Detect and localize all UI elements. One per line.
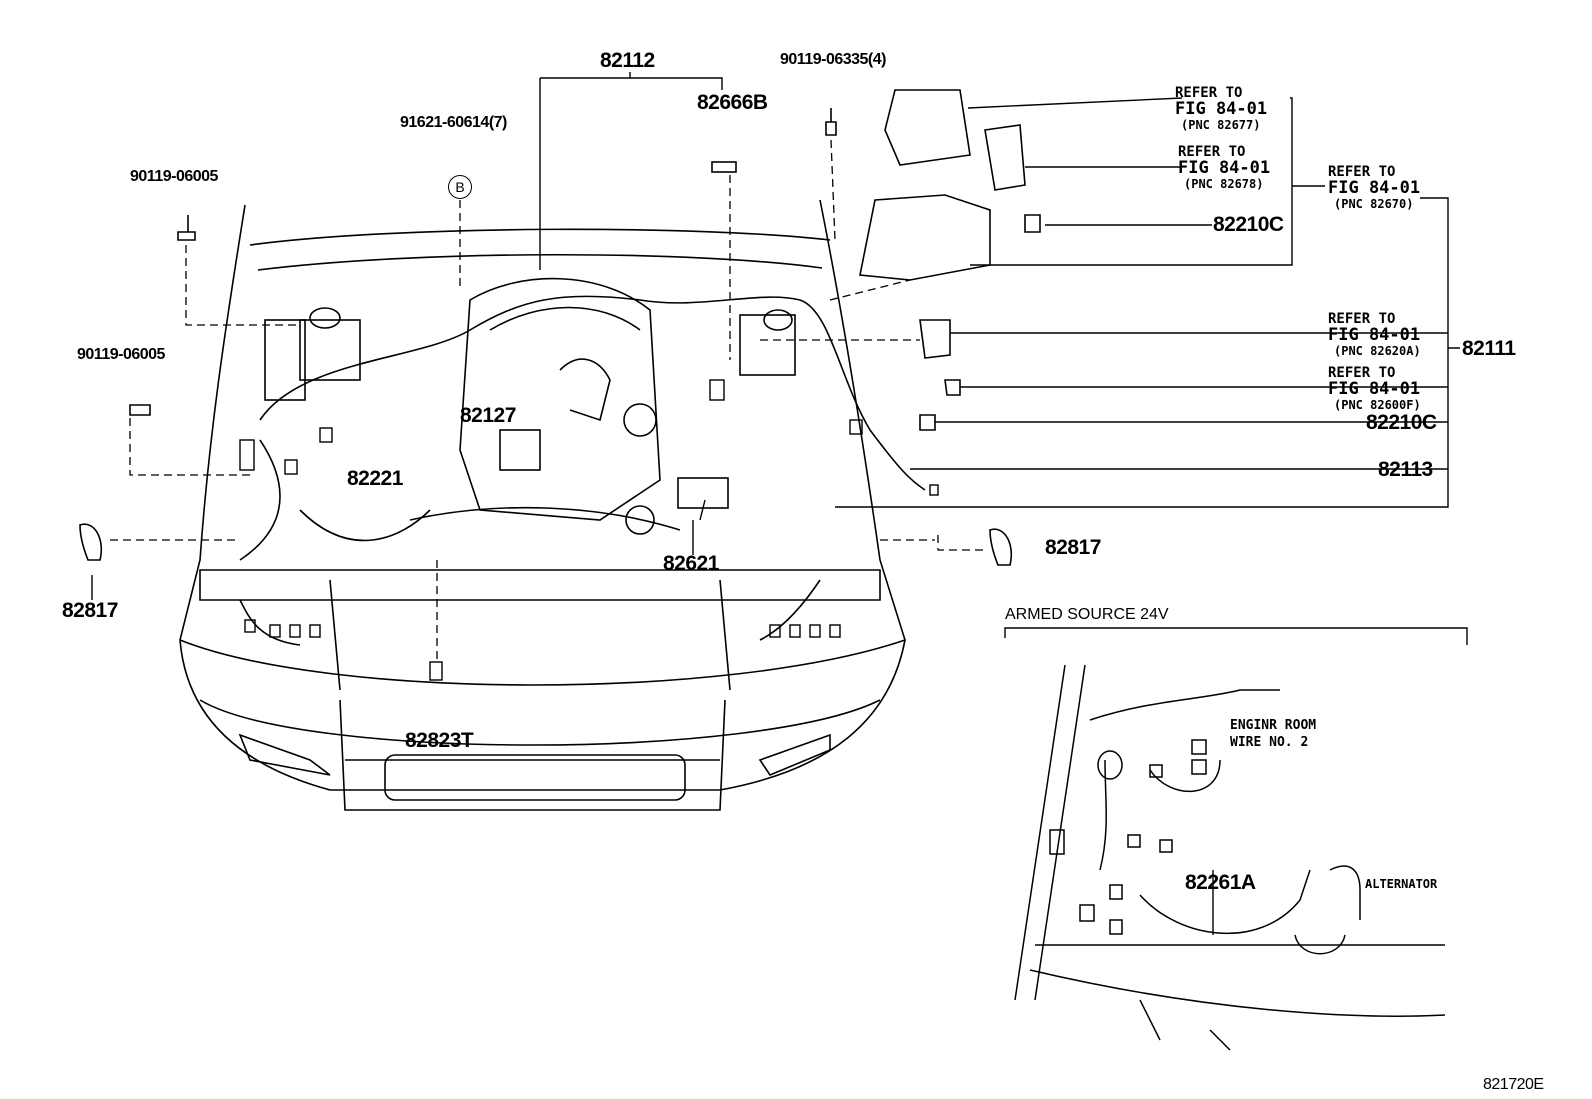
ref-fig: FIG 84-01 bbox=[1328, 177, 1421, 198]
ref-line: REFER TO bbox=[1328, 311, 1396, 327]
reference-note: REFER TO FIG 84-01 (PNC 82678) bbox=[1178, 145, 1270, 190]
part-82621-label: 82621 bbox=[663, 552, 719, 575]
part-82823t-label: 82823T bbox=[405, 729, 474, 752]
ref-fig: FIG 84-01 bbox=[1178, 157, 1271, 178]
part-82210c-label: 82210C bbox=[1366, 411, 1437, 434]
part-90119-06005-label: 90119-06005 bbox=[77, 346, 165, 363]
part-82111-label: 82111 bbox=[1462, 337, 1516, 360]
wire-note-line1: ENGINR ROOM bbox=[1230, 718, 1317, 733]
ref-line: REFER TO bbox=[1328, 164, 1396, 180]
wire-note-line2: WIRE NO. 2 bbox=[1230, 734, 1309, 750]
reference-note: REFER TO FIG 84-01 (PNC 82620A) bbox=[1328, 312, 1421, 357]
reference-note: REFER TO FIG 84-01 (PNC 82677) bbox=[1175, 86, 1267, 131]
ref-pnc: (PNC 82678) bbox=[1184, 176, 1264, 191]
engine-room-wire-note: ENGINR ROOM WIRE NO. 2 bbox=[1230, 718, 1316, 752]
part-82127-label: 82127 bbox=[460, 404, 516, 427]
part-91621-60614-label: 91621-60614(7) bbox=[400, 114, 507, 131]
inset-title: ARMED SOURCE 24V bbox=[1005, 606, 1169, 623]
part-82817-left-label: 82817 bbox=[62, 599, 118, 622]
ref-fig: FIG 84-01 bbox=[1175, 98, 1268, 119]
part-90119-06005-label: 90119-06005 bbox=[130, 168, 218, 185]
part-82113-label: 82113 bbox=[1378, 458, 1433, 481]
reference-circle-b: B bbox=[448, 175, 472, 199]
reference-note: REFER TO FIG 84-01 (PNC 82600F) bbox=[1328, 366, 1421, 411]
part-82221-label: 82221 bbox=[347, 467, 403, 490]
ref-fig: FIG 84-01 bbox=[1328, 324, 1421, 345]
figure-id: 821720E bbox=[1483, 1076, 1544, 1093]
ref-line: REFER TO bbox=[1328, 365, 1396, 381]
part-82210c-label: 82210C bbox=[1213, 213, 1284, 236]
part-82261a-label: 82261A bbox=[1185, 871, 1256, 894]
ref-line: REFER TO bbox=[1175, 85, 1243, 101]
alternator-label: ALTERNATOR bbox=[1365, 877, 1438, 891]
ref-pnc: (PNC 82620A) bbox=[1334, 343, 1421, 358]
part-82666b-label: 82666B bbox=[697, 91, 768, 114]
part-90119-06335-label: 90119-06335(4) bbox=[780, 51, 886, 68]
ref-fig: FIG 84-01 bbox=[1328, 378, 1421, 399]
ref-line: REFER TO bbox=[1178, 144, 1246, 160]
part-82112-label: 82112 bbox=[600, 49, 655, 72]
ref-pnc: (PNC 82600F) bbox=[1334, 397, 1421, 412]
part-82817-right-label: 82817 bbox=[1045, 536, 1101, 559]
ref-pnc: (PNC 82677) bbox=[1181, 117, 1261, 132]
ref-pnc: (PNC 82670) bbox=[1334, 196, 1414, 211]
reference-note: REFER TO FIG 84-01 (PNC 82670) bbox=[1328, 165, 1420, 210]
